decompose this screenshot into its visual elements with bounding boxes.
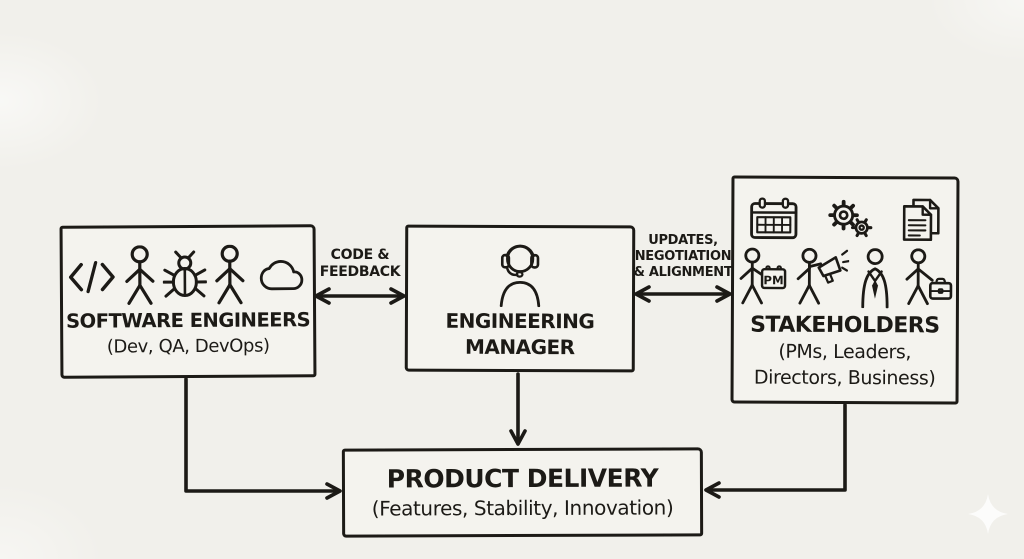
- person-icon: [125, 245, 155, 306]
- suit-person-icon: [860, 247, 889, 308]
- code-icon: [68, 260, 115, 294]
- gears-icon: [828, 199, 873, 237]
- code-feedback-label-line1: CODE &: [330, 247, 390, 263]
- stakeholders-box: PM: [730, 175, 960, 405]
- arrow-sh-pd: [704, 403, 847, 499]
- cloud-icon: [259, 260, 304, 291]
- headset-person-icon: [499, 244, 541, 307]
- arrow-se-pd: [184, 377, 342, 500]
- bug-icon: [162, 250, 208, 299]
- arrow-em-pd: [509, 372, 527, 446]
- product-delivery-box: PRODUCT DELIVERY (Features, Stability, I…: [341, 447, 704, 538]
- code-feedback-label: CODE & FEEDBACK: [305, 247, 415, 281]
- calendar-icon: [750, 197, 798, 239]
- stakeholders-subtitle-line1: (PMs, Leaders,: [778, 340, 912, 364]
- software-engineers-subtitle: (Dev, QA, DevOps): [106, 335, 270, 358]
- software-engineers-title: SOFTWARE ENGINEERS: [66, 308, 311, 334]
- briefcase-person-icon: [905, 247, 952, 305]
- arrow-em-sh: [634, 285, 732, 303]
- engineering-manager-title-line1: ENGINEERING: [445, 308, 595, 333]
- updates-label-line3: & ALIGNMENT: [633, 264, 733, 280]
- arrow-se-em: [314, 287, 406, 305]
- person-icon: [215, 245, 245, 305]
- sparkle-decoration: [968, 494, 1008, 534]
- stakeholders-icons-row1: [748, 194, 942, 243]
- updates-negotiation-label: UPDATES, NEGOTIATION & ALIGNMENT: [630, 233, 736, 281]
- product-delivery-title: PRODUCT DELIVERY: [386, 463, 659, 494]
- updates-label-line1: UPDATES,: [648, 233, 718, 248]
- stakeholders-icons-row2: PM: [736, 247, 953, 308]
- pm-badge-label: PM: [763, 273, 783, 287]
- stakeholders-title: STAKEHOLDERS: [750, 312, 940, 338]
- engineering-manager-title-line2: MANAGER: [464, 334, 575, 359]
- code-feedback-label-line2: FEEDBACK: [319, 264, 401, 281]
- software-engineers-icons: [67, 245, 309, 308]
- stakeholders-subtitle-line2: Directors, Business): [753, 366, 936, 390]
- updates-label-line2: NEGOTIATION: [634, 248, 732, 264]
- engineering-manager-box: ENGINEERING MANAGER: [404, 224, 636, 373]
- pm-person-icon: PM: [739, 247, 786, 304]
- software-engineers-box: SOFTWARE ENGINEERS (Dev, QA, DevOps): [59, 224, 317, 379]
- documents-icon: [902, 198, 940, 241]
- megaphone-person-icon: [796, 247, 849, 305]
- product-delivery-subtitle: (Features, Stability, Innovation): [371, 495, 674, 521]
